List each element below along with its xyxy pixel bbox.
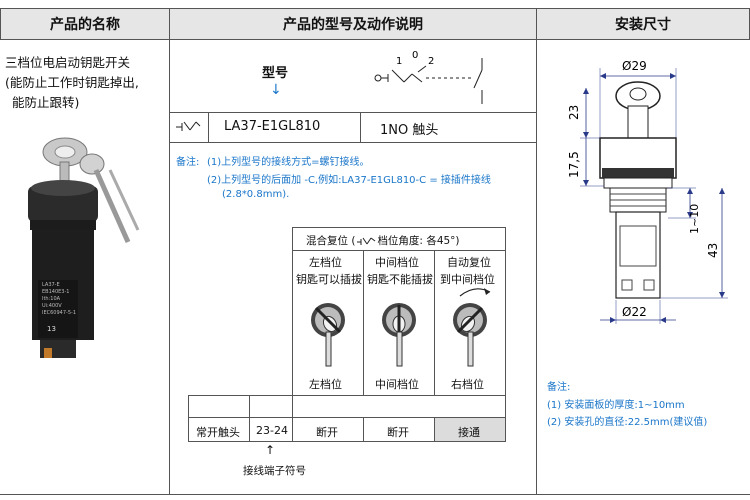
label-line-5: IEC60947-5-1: [42, 310, 77, 316]
contact-state-right-cell: [434, 417, 506, 442]
model-arrow-icon: ↓: [270, 82, 282, 98]
bottom-border: [0, 494, 750, 495]
header-install: 安装尺寸: [536, 8, 750, 40]
install-note-1: (1) 安装面板的厚度:1~10mm: [547, 400, 685, 411]
model-row-top: [170, 112, 536, 113]
terminal-arrow-icon: ↑: [265, 443, 276, 457]
label-line-2: EB140E3-1: [42, 289, 70, 295]
contact-label: 常开触头: [196, 426, 240, 439]
positions-header-suffix: 档位角度: 各45°): [377, 235, 460, 247]
dim-17-5: 17,5: [567, 151, 581, 178]
col1-sub: 钥匙可以插拔: [296, 273, 362, 286]
col3-title: 自动复位: [447, 256, 491, 269]
col2-sub: 钥匙不能插拔: [367, 273, 433, 286]
bottom-label-left: 左档位: [309, 378, 342, 391]
model-number: LA37-E1GL810: [224, 119, 321, 134]
product-desc-line2: (能防止工作时钥匙掉出,: [5, 75, 139, 90]
contact-state-middle: 断开: [387, 426, 409, 439]
col1-title: 左档位: [309, 256, 342, 269]
model-row-bottom: [170, 142, 536, 143]
product-photo: [28, 137, 140, 358]
contact-row-upper-spacer: [188, 395, 506, 418]
model-label: 型号: [262, 66, 289, 81]
col2-title: 中间档位: [375, 256, 419, 269]
model-row-divider-2: [360, 112, 361, 142]
positions-header-prefix: 混合复位 (: [306, 235, 356, 247]
bottom-label-right: 右档位: [451, 378, 484, 391]
install-notes-title: 备注:: [547, 382, 571, 393]
dim-top-dia: Ø29: [622, 59, 647, 73]
header-product-name: 产品的名称: [0, 8, 170, 40]
install-note-2: (2) 安装孔的直径:22.5mm(建议值): [547, 417, 708, 428]
bottom-label-middle: 中间档位: [375, 378, 419, 391]
label-line-1: LA37-E: [42, 282, 60, 288]
label-line-4: Ui:400V: [42, 303, 62, 309]
contact-upper-divider-1: [249, 395, 250, 418]
header-model-text: 产品的型号及动作说明: [283, 17, 423, 33]
dimension-drawing: Ø29 23 17,5 1~10: [567, 59, 728, 324]
label-line-3: Ith:10A: [42, 296, 61, 302]
contact-upper-divider-2: [292, 395, 293, 418]
header-model: 产品的型号及动作说明: [169, 8, 537, 40]
note-1: (1)上列型号的接线方式=螺钉接线。: [207, 157, 370, 168]
product-desc-line3: 能防止跟转): [12, 95, 80, 110]
key-right-position-drawing: [453, 288, 491, 367]
dim-bottom-dia: Ø22: [622, 305, 647, 319]
key-middle-position-drawing: [382, 303, 416, 367]
note-2: (2)上列型号的后面加 -C,例如:LA37-E1GL810-C = 接插件接线: [207, 175, 491, 186]
contact-state-right: 接通: [458, 426, 480, 439]
diagram-label-2: 2: [428, 56, 434, 67]
diagram-label-0: 0: [412, 50, 418, 61]
dim-23: 23: [567, 105, 581, 120]
diagram-label-1: 1: [396, 56, 402, 67]
terminal-caption: 接线端子符号: [243, 465, 306, 477]
model-row-divider-1: [208, 112, 209, 142]
col3-sub: 到中间档位: [440, 273, 495, 286]
product-desc-line1: 三档位电启动钥匙开关: [5, 55, 131, 70]
column-divider-left: [169, 40, 170, 495]
contact-state-left: 断开: [316, 426, 338, 439]
header-product-name-text: 产品的名称: [50, 17, 120, 33]
header-install-text: 安装尺寸: [615, 17, 671, 33]
key-left-position-drawing: [311, 303, 345, 367]
key-switch-symbol-icon: [176, 121, 201, 131]
column-divider-right: [536, 40, 537, 495]
notes-title: 备注:: [176, 157, 200, 168]
switch-symbol-diagram: 1 0 2: [374, 50, 483, 104]
dim-1-10: 1~10: [688, 204, 701, 234]
positions-header-text: 混合复位 ( 档位角度: 各45°): [306, 233, 460, 248]
key-switch-small-icon: [357, 237, 376, 245]
note-3: (2.8*0.8mm).: [222, 189, 290, 200]
contact-terminal: 23-24: [256, 424, 288, 437]
contact-type: 1NO 触头: [380, 123, 439, 138]
dim-43: 43: [706, 243, 720, 258]
terminal-number-label: 13: [47, 325, 56, 333]
